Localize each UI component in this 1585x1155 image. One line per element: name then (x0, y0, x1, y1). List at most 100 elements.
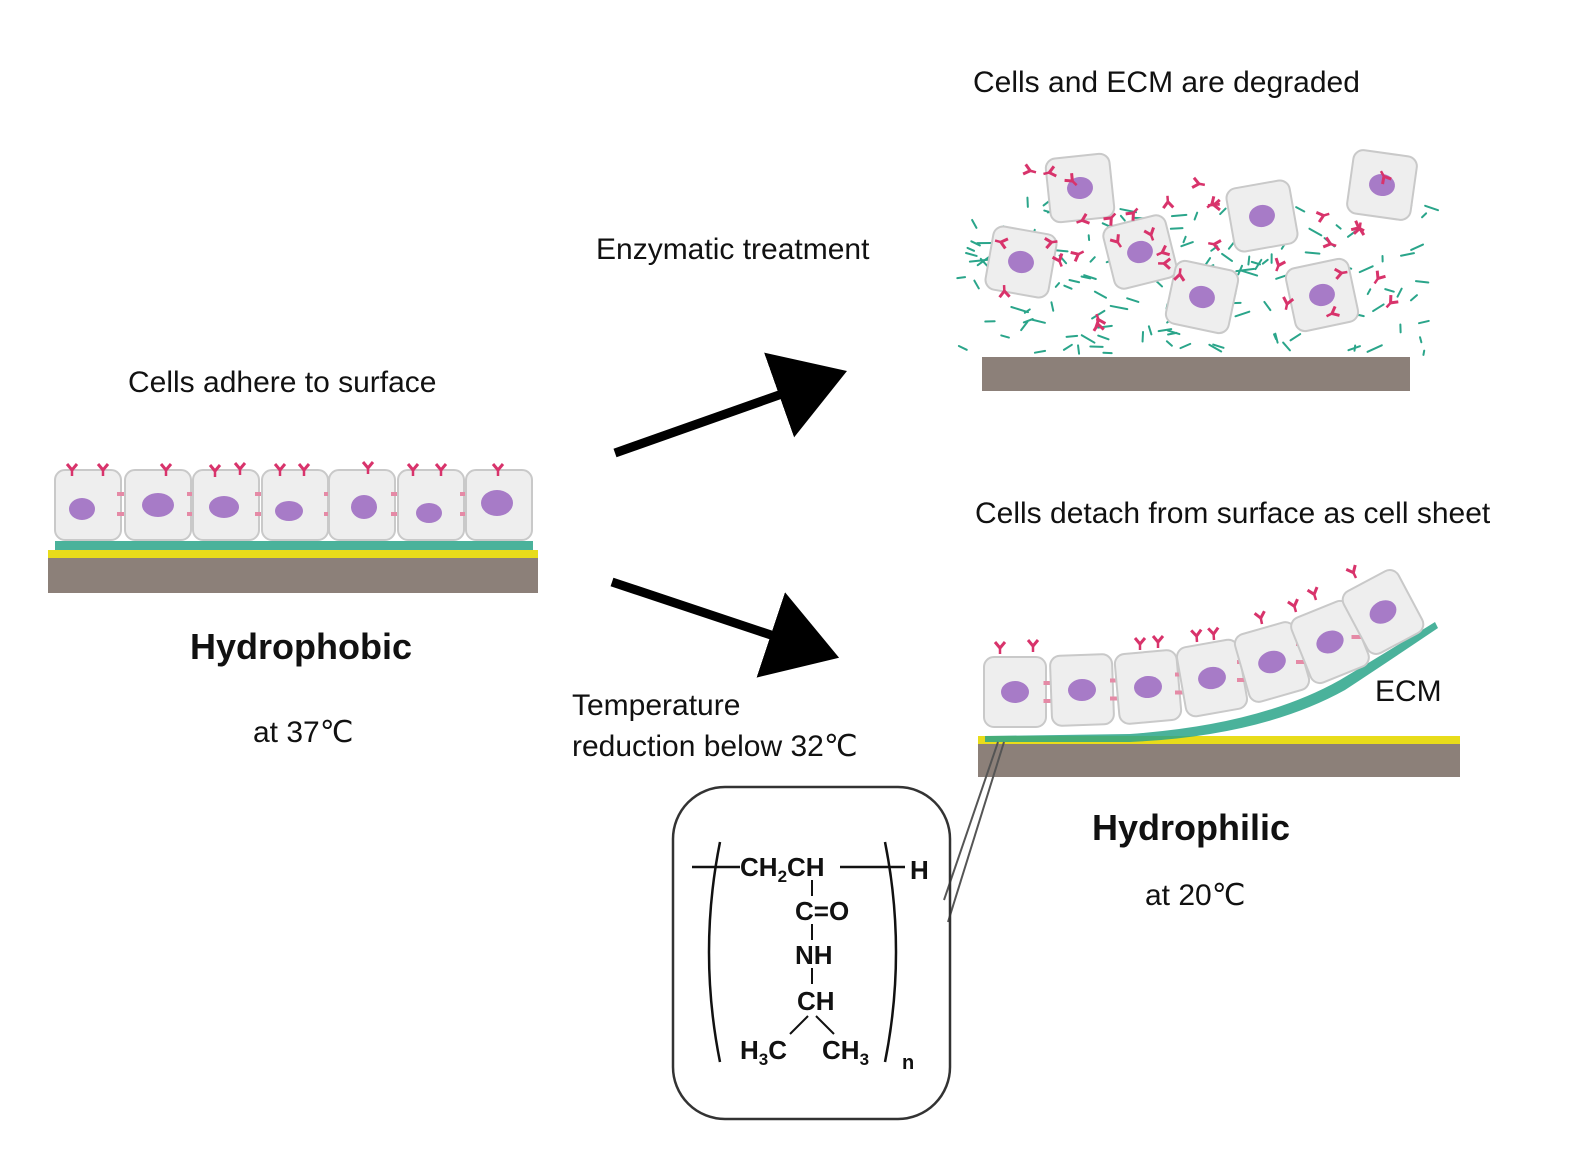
cell-icon (1049, 653, 1115, 727)
nucleus-icon (416, 503, 442, 523)
ecm-fiber (1169, 227, 1184, 230)
ecm-fiber (1147, 325, 1153, 336)
receptor-icon (1379, 170, 1392, 185)
receptor-icon (1333, 267, 1348, 280)
ecm-fiber (1010, 305, 1029, 314)
ecm-fiber (1165, 340, 1173, 347)
chem-nh: NH (795, 940, 833, 970)
receptor-icon (1158, 257, 1172, 270)
receptor-icon (1109, 234, 1123, 248)
receptor-icon (1026, 639, 1040, 652)
ecm-fiber (1254, 258, 1263, 271)
receptor-icon (1133, 637, 1147, 650)
receptor-icon (1070, 250, 1085, 262)
cell-icon (1284, 257, 1360, 333)
receptor-icon (434, 463, 448, 476)
ecm-fiber (1347, 345, 1361, 352)
ecm-fiber (966, 246, 976, 252)
ecm-fiber (1208, 343, 1223, 353)
receptor-icon (406, 463, 420, 476)
receptor-icon (1207, 626, 1220, 641)
polymer-structure-box: CH2CH H C=O NH CH H3C CH3 n (671, 785, 952, 1121)
ecm-fiber (973, 279, 980, 290)
junction-icon (255, 492, 265, 496)
ecm-fiber (1335, 224, 1342, 230)
ecm-fiber (1372, 303, 1385, 313)
nucleus-icon (1249, 204, 1275, 228)
receptor-icon (1191, 176, 1206, 189)
ecm-fiber (1418, 319, 1430, 325)
ecm-fiber (1235, 267, 1256, 273)
nucleus-icon (1189, 285, 1215, 309)
junction-icon (255, 512, 265, 516)
ecm-fiber (1308, 227, 1323, 237)
ecm-fiber (1126, 297, 1140, 303)
receptor-icon (993, 641, 1007, 654)
receptor-icon (1044, 236, 1058, 250)
left-bracket (707, 841, 722, 1063)
arrow-icon-up (613, 352, 847, 458)
receptor-icon (998, 284, 1011, 299)
ecm-fiber (1093, 290, 1108, 299)
ecm-fiber (957, 344, 968, 351)
receptor-icon (1043, 165, 1057, 178)
ecm-fiber (1167, 331, 1178, 336)
ecm-fiber (1080, 275, 1092, 280)
receptor-icon (1315, 211, 1330, 223)
label-hydrophilic: Hydrophilic (1092, 807, 1291, 848)
cell-icon (397, 469, 465, 541)
chem-h3c: H3C (740, 1035, 787, 1069)
bond-branch-right (815, 1015, 835, 1035)
ecm-fiber (1396, 287, 1403, 298)
ecm-fiber (1170, 213, 1188, 218)
ecm-fiber (1295, 206, 1306, 213)
cell-icon (1346, 149, 1418, 221)
label-temperature-reduction: reduction below 32℃ (572, 730, 858, 763)
chem-ch2: CH2CH (740, 852, 825, 886)
nucleus-icon (1309, 283, 1335, 307)
receptor-icon (1322, 236, 1337, 249)
ecm-fiber (970, 240, 981, 247)
receptor-icon (233, 462, 247, 475)
ecm-fiber (1358, 265, 1374, 274)
ecm-fiber (1030, 318, 1046, 324)
receptor-icon (1385, 295, 1399, 309)
receptor-icon (1076, 213, 1091, 225)
nucleus-icon (1369, 600, 1397, 624)
ecm-fiber (1091, 309, 1106, 320)
ecm-fiber (1179, 342, 1192, 350)
cell-icon (1164, 259, 1240, 335)
label-temperature: Temperature (572, 689, 741, 722)
junction-icon (117, 492, 127, 496)
ecm-fiber (1263, 300, 1272, 312)
nucleus-icon (1198, 666, 1226, 690)
ecm-fiber (1384, 288, 1395, 293)
receptor-icon (1206, 195, 1220, 209)
receptor-icon (1325, 305, 1340, 318)
junction-icon (1043, 681, 1054, 685)
chem-ch: CH (797, 986, 835, 1016)
cell-icon (1044, 152, 1116, 224)
callout-line-2 (947, 741, 1005, 923)
nucleus-icon (1316, 630, 1344, 654)
ecm-fiber (1000, 334, 1010, 339)
ecm-fiber (1289, 333, 1302, 342)
detached-cell-sheet (983, 564, 1425, 728)
ecm-fiber (1182, 235, 1187, 244)
callout-line-1 (943, 741, 999, 901)
bottom-right-substrate (978, 743, 1460, 777)
receptor-icon (297, 463, 311, 476)
left-substrate (48, 557, 538, 593)
receptor-icon (1022, 163, 1037, 176)
junction-icon (1110, 678, 1120, 683)
left-cell-row (54, 461, 533, 541)
cell-icon (1341, 569, 1425, 655)
ecm-fiber (1212, 343, 1225, 349)
ecm-fiber (1054, 282, 1061, 288)
receptor-icon (1125, 207, 1139, 221)
ecm-fiber (1050, 301, 1055, 312)
ecm-fiber (1157, 328, 1173, 333)
receptor-icon (159, 463, 173, 476)
nucleus-icon (1001, 681, 1029, 703)
